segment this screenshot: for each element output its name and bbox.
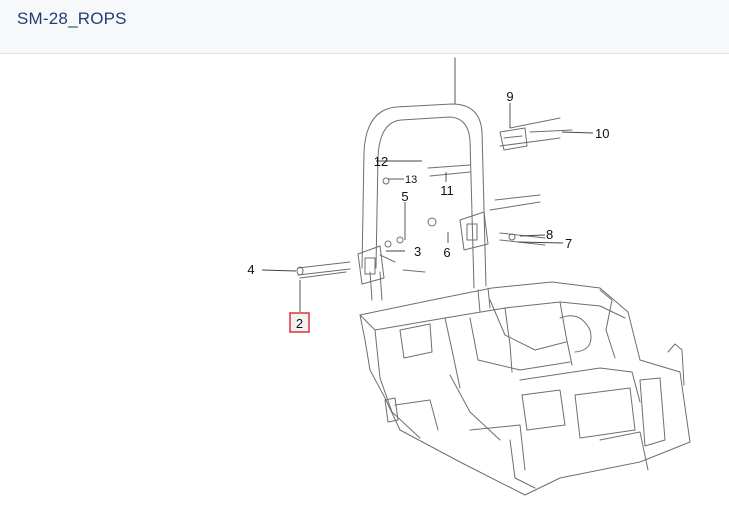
callout-9[interactable]: 9 — [506, 89, 513, 104]
rops-tube-outer — [361, 103, 487, 287]
callout-6[interactable]: 6 — [443, 245, 450, 260]
callout-4[interactable]: 4 — [247, 262, 254, 277]
callout-highlight-box — [289, 312, 310, 333]
callout-3[interactable]: 3 — [414, 244, 421, 259]
callout-labels: 2 3 4 5 6 7 8 9 10 11 12 13 — [247, 89, 609, 333]
page-header: SM-28_ROPS — [0, 0, 729, 54]
page-title: SM-28_ROPS — [17, 9, 127, 28]
rops-tube-inner — [375, 116, 475, 289]
callout-12[interactable]: 12 — [374, 154, 388, 169]
callout-7[interactable]: 7 — [565, 236, 572, 251]
callout-11[interactable]: 11 — [440, 183, 454, 198]
callout-2[interactable]: 2 — [289, 312, 310, 333]
leader-lines — [261, 103, 594, 312]
callout-5[interactable]: 5 — [401, 189, 408, 204]
callout-13[interactable]: 13 — [405, 174, 417, 186]
callout-8[interactable]: 8 — [546, 227, 553, 242]
parts-diagram: 2 3 4 5 6 7 8 9 10 11 12 13 — [0, 55, 729, 509]
callout-10[interactable]: 10 — [595, 126, 609, 141]
callout-label: 2 — [296, 316, 303, 331]
diagram-drawing — [296, 57, 691, 496]
